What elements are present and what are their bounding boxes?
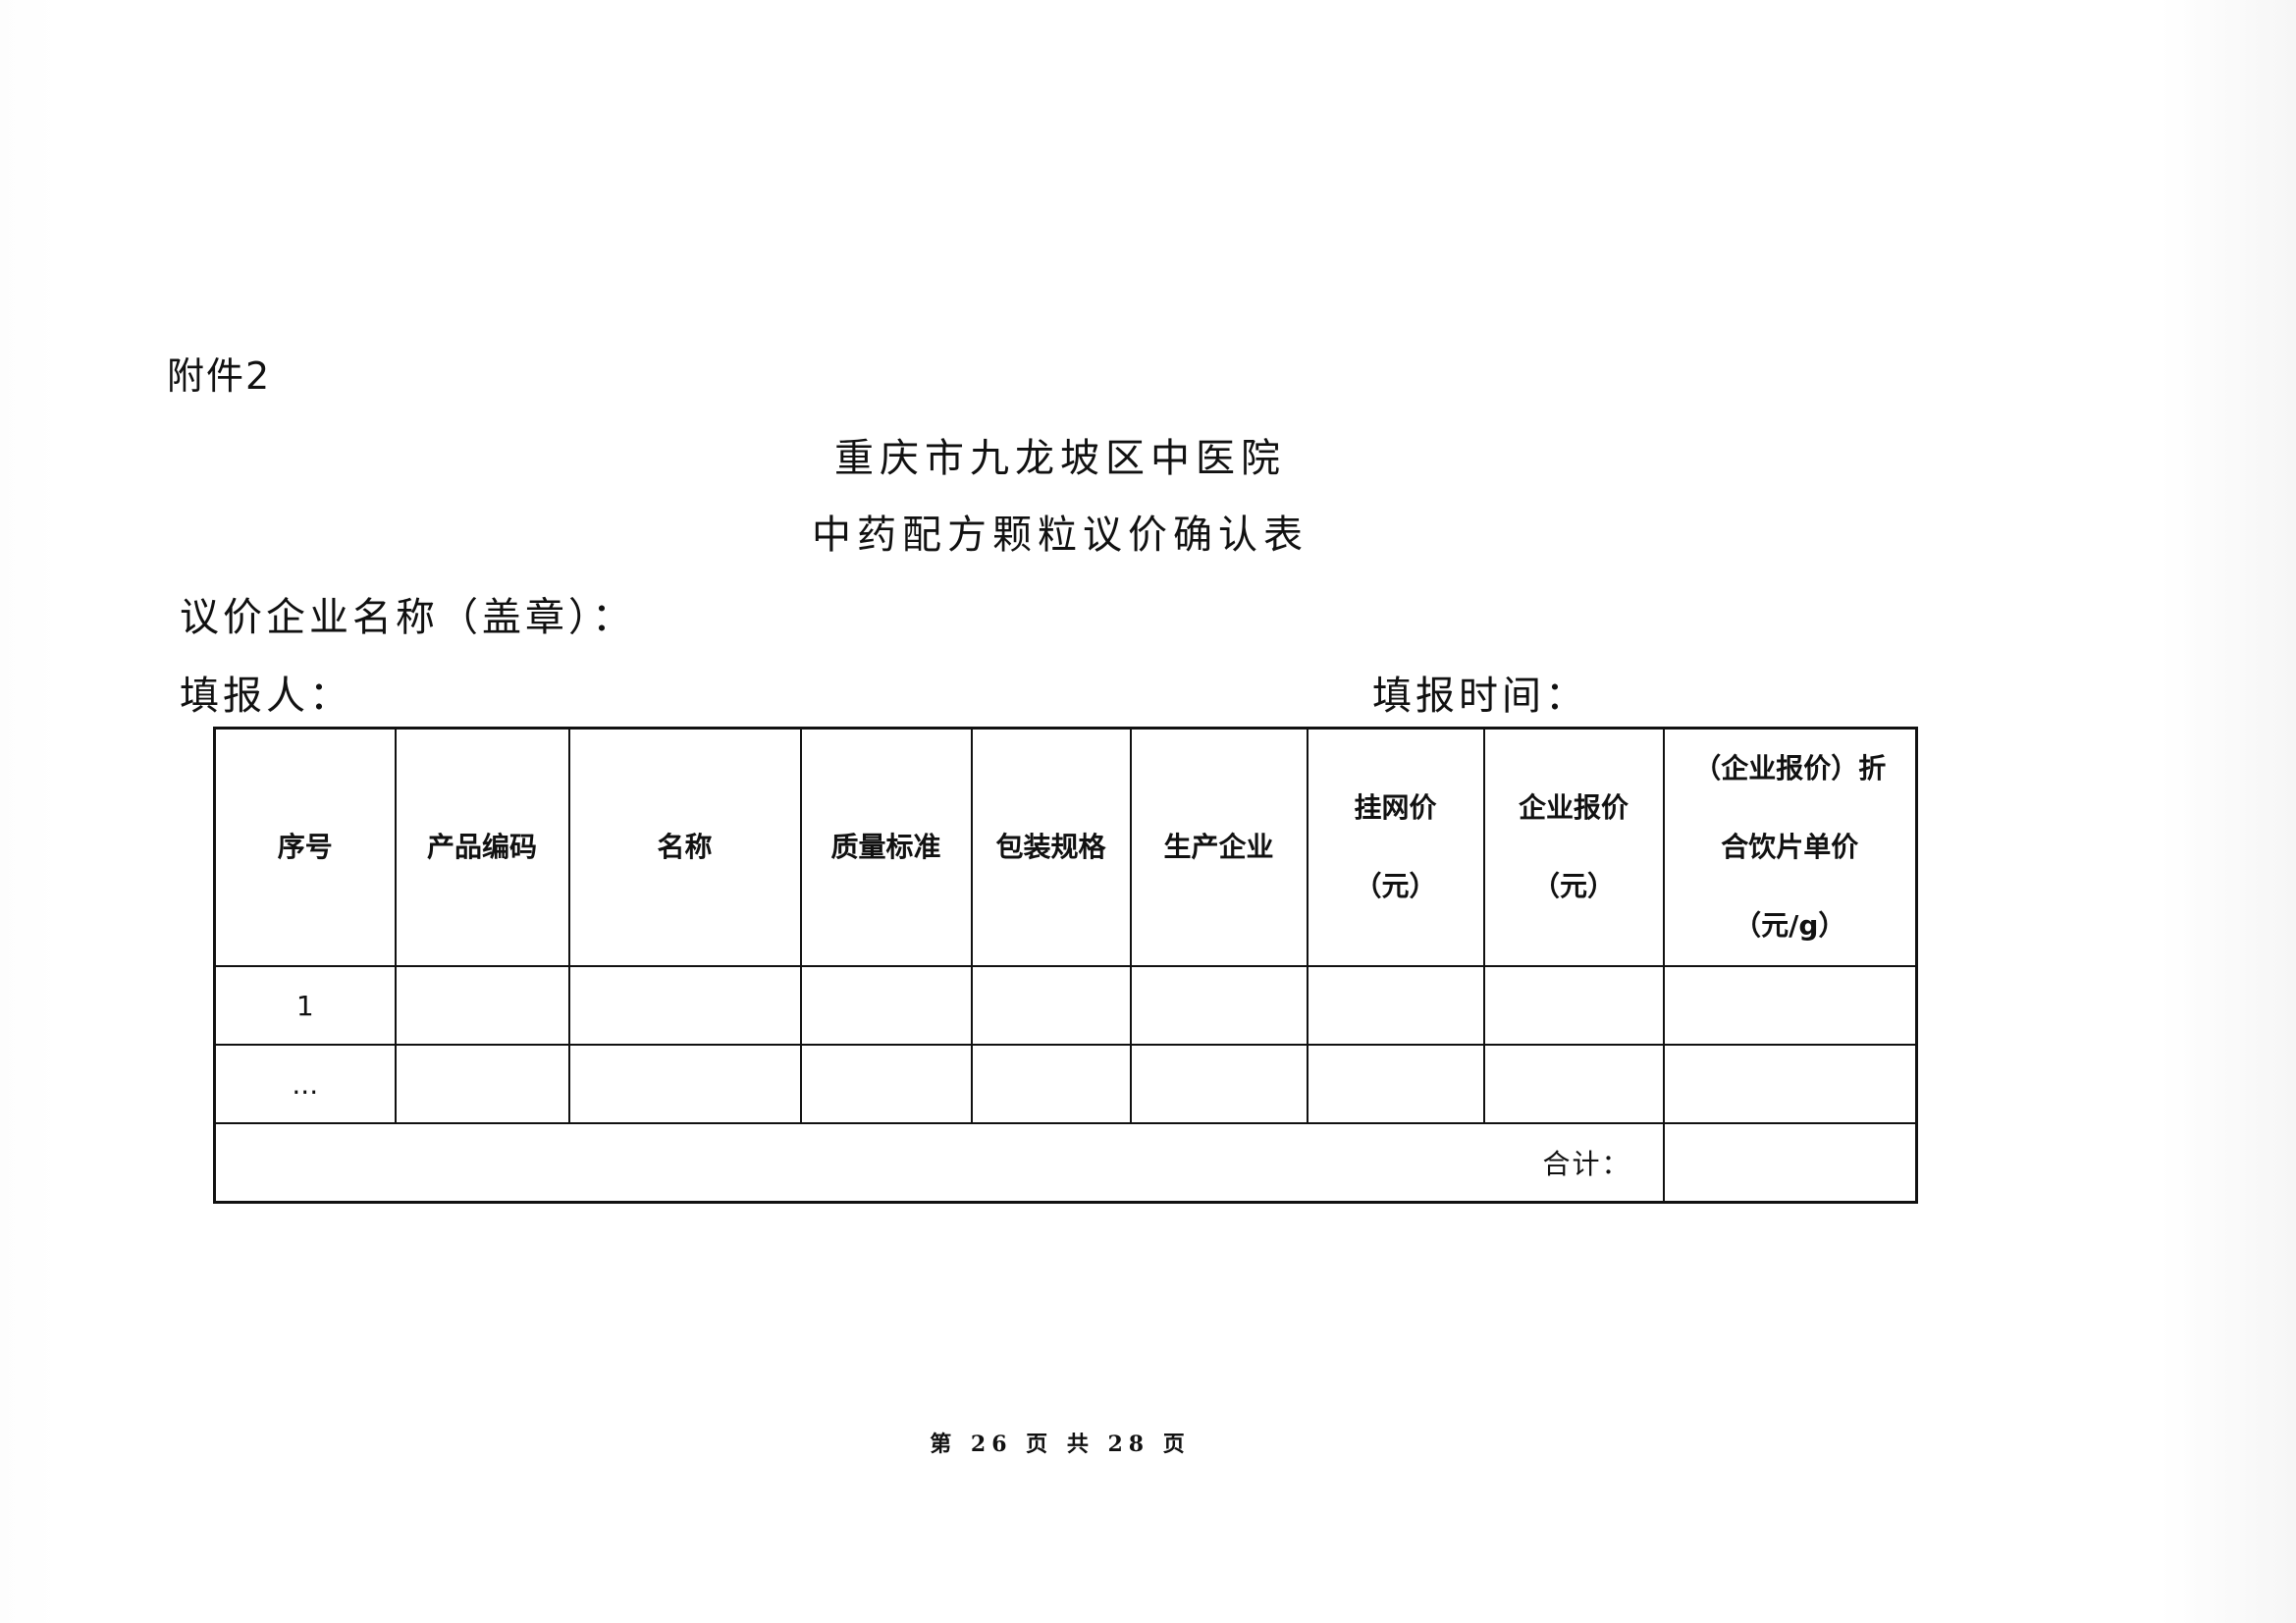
header-text: 名称 xyxy=(657,831,713,863)
header-text: 产品编码 xyxy=(426,831,537,863)
cell-name[interactable] xyxy=(567,965,802,1046)
header-text: 包装规格 xyxy=(995,831,1106,863)
cell-unit-price[interactable] xyxy=(1662,1044,1918,1124)
cell-product-code[interactable] xyxy=(394,1044,570,1124)
cell-product-code[interactable] xyxy=(394,965,570,1046)
table-row: ... xyxy=(213,1044,1918,1124)
header-unit: （元） xyxy=(1354,870,1437,902)
table-header-row: 序号 产品编码 名称 质量标准 包装规格 生产企业 挂网价 （元） 企业报价 （… xyxy=(213,727,1918,967)
page-footer: 第 26 页 共 28 页 xyxy=(930,1432,1191,1457)
header-package-spec: 包装规格 xyxy=(970,727,1132,967)
fill-time-label: 填报时间： xyxy=(1372,674,1588,719)
header-text: 质量标准 xyxy=(830,831,941,863)
company-name-label: 议价企业名称（盖章）： xyxy=(180,595,635,640)
header-text: 生产企业 xyxy=(1163,831,1274,863)
cell-package-spec[interactable] xyxy=(970,1044,1132,1124)
cell-package-spec[interactable] xyxy=(970,965,1132,1046)
total-label: 合计： xyxy=(213,1122,1665,1204)
header-unit-price: （企业报价）折 合饮片单价 （元/g） xyxy=(1662,727,1918,967)
total-row: 合计： xyxy=(213,1122,1918,1204)
header-product-code: 产品编码 xyxy=(394,727,570,967)
header-unit: （元） xyxy=(1531,870,1615,902)
cell-listed-price[interactable] xyxy=(1306,965,1485,1046)
cell-manufacturer[interactable] xyxy=(1129,965,1308,1046)
row-index: ... xyxy=(213,1044,397,1124)
header-unit: （元/g） xyxy=(1734,909,1846,942)
cell-quality-standard[interactable] xyxy=(799,1044,973,1124)
cell-quality-standard[interactable] xyxy=(799,965,973,1046)
cell-listed-price[interactable] xyxy=(1306,1044,1485,1124)
header-text: （企业报价）折 xyxy=(1693,752,1887,784)
header-listed-price: 挂网价 （元） xyxy=(1306,727,1485,967)
header-text: 挂网价 xyxy=(1354,791,1437,824)
header-company-quote: 企业报价 （元） xyxy=(1482,727,1665,967)
cell-total-value[interactable] xyxy=(1662,1122,1918,1204)
price-confirmation-table: 序号 产品编码 名称 质量标准 包装规格 生产企业 挂网价 （元） 企业报价 （… xyxy=(213,727,1918,1204)
header-text: 合饮片单价 xyxy=(1721,831,1859,863)
attachment-label: 附件2 xyxy=(167,354,272,398)
header-quality-standard: 质量标准 xyxy=(799,727,973,967)
filler-label: 填报人： xyxy=(180,674,352,719)
table-row: 1 xyxy=(213,965,1918,1046)
header-name: 名称 xyxy=(567,727,802,967)
document-title-line-2: 中药配方颗粒议价确认表 xyxy=(812,513,1308,558)
cell-company-quote[interactable] xyxy=(1482,965,1665,1046)
header-index: 序号 xyxy=(213,727,397,967)
cell-name[interactable] xyxy=(567,1044,802,1124)
header-text: 序号 xyxy=(277,831,333,863)
cell-company-quote[interactable] xyxy=(1482,1044,1665,1124)
cell-manufacturer[interactable] xyxy=(1129,1044,1308,1124)
cell-unit-price[interactable] xyxy=(1662,965,1918,1046)
header-manufacturer: 生产企业 xyxy=(1129,727,1308,967)
document-title-line-1: 重庆市九龙坡区中医院 xyxy=(834,436,1286,481)
header-text: 企业报价 xyxy=(1518,791,1629,824)
row-index: 1 xyxy=(213,965,397,1046)
